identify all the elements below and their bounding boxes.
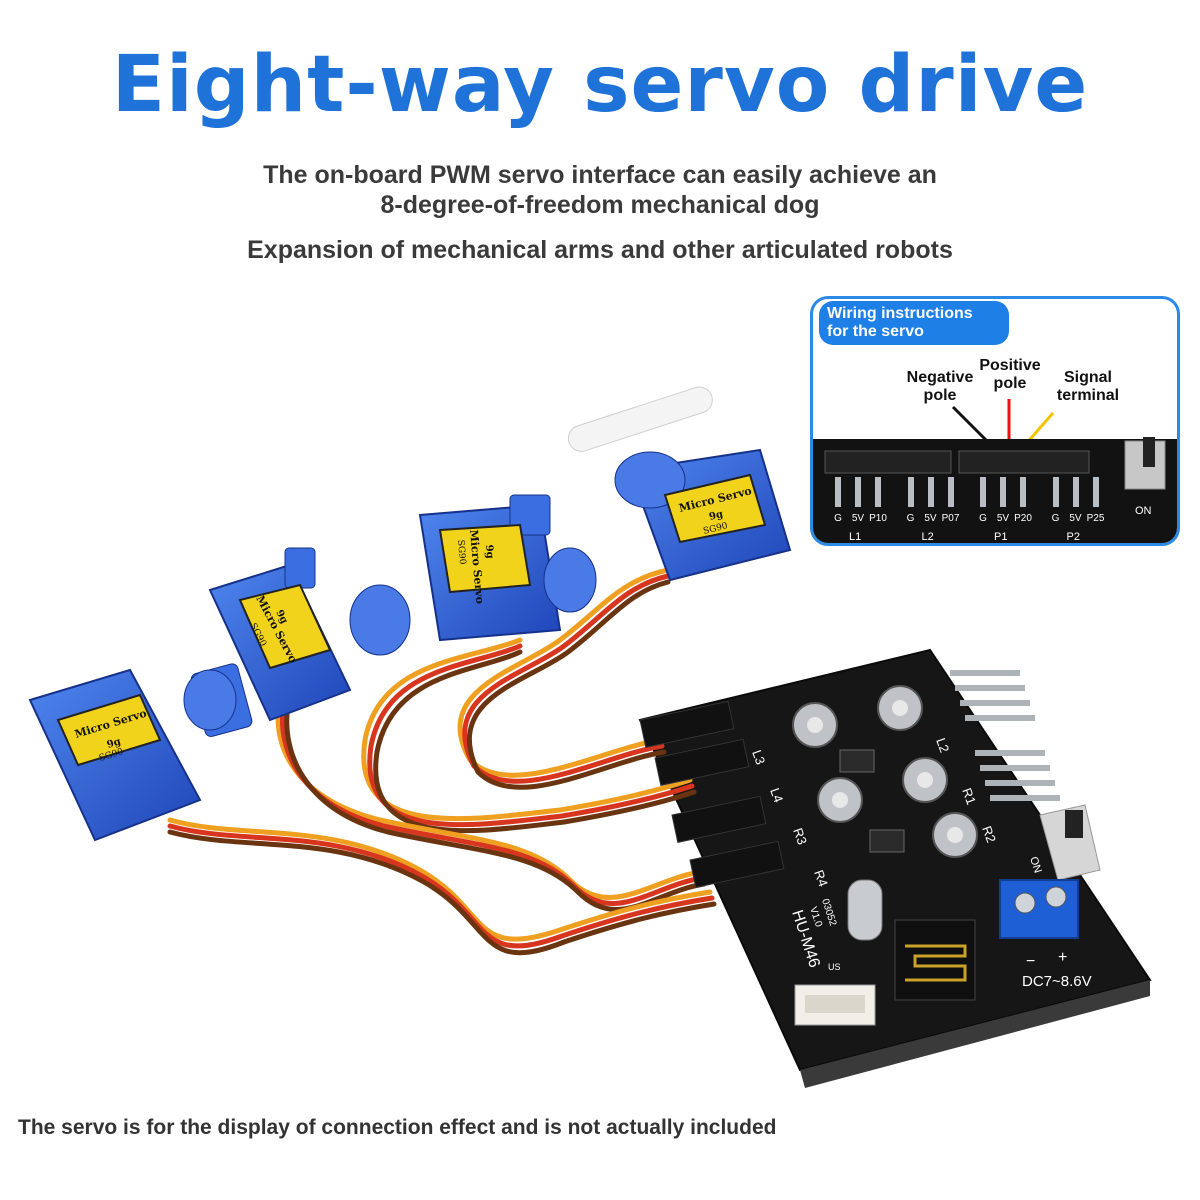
subtitle-line-3: Expansion of mechanical arms and other a…: [247, 236, 953, 264]
pin-label: 5V: [996, 513, 1010, 524]
pin-label: G: [1051, 513, 1060, 524]
signal-line-1: Signal: [1063, 369, 1112, 386]
driver-chip: [869, 829, 905, 853]
pin-label: G: [906, 513, 915, 524]
header-pin: [1052, 477, 1059, 507]
terminal-plus: +: [1058, 949, 1067, 966]
negative-indicator-line: [951, 405, 993, 447]
header-pin: [907, 477, 914, 507]
board-label-l2: L2: [933, 736, 952, 755]
capacitor: [817, 777, 863, 823]
port-label: P1: [994, 531, 1008, 543]
pin-label: 5V: [1069, 513, 1082, 524]
board-label-r2: R2: [979, 824, 999, 845]
dupont-connectors: [639, 700, 785, 888]
inset-pin-labels: G 5V P10 G 5V P07 G 5V P20 G 5V P25: [825, 513, 1115, 529]
servo-label-line2: 9g: [708, 509, 724, 523]
pin-label: G: [979, 513, 987, 524]
header-pin: [927, 477, 934, 507]
wiring-diagram: [813, 399, 1177, 543]
pin-label: P20: [1014, 513, 1032, 524]
usb-label: US: [828, 962, 841, 972]
wiring-inset: Wiring instructions for the servo Negati…: [810, 296, 1180, 546]
wiring-tag-line-2: for the servo: [827, 323, 924, 340]
negative-line-1: Negative: [906, 369, 974, 386]
crystal-oscillator: [847, 879, 883, 941]
servo-label-line1: Micro Servo: [467, 529, 486, 604]
port-label: L1: [849, 531, 862, 543]
servo-wires: [167, 567, 717, 956]
positive-line-2: pole: [993, 375, 1027, 392]
servo-4: Micro Servo 9g SG90: [567, 386, 792, 582]
page-title: Eight-way servo drive: [111, 40, 1089, 130]
pin-label: P07: [941, 513, 960, 524]
jst-connector: [794, 984, 876, 1026]
inset-header-right: [958, 450, 1090, 474]
board-label-r3: R3: [790, 826, 810, 847]
board-label-l4: L4: [767, 786, 786, 805]
subtitle-line-2: 8-degree-of-freedom mechanical dog: [380, 191, 820, 219]
board-switch-label: ON: [1027, 855, 1044, 874]
header-pin: [947, 477, 954, 507]
pin-label: 5V: [851, 513, 865, 524]
header-pin: [1072, 477, 1079, 507]
board-label-r1: R1: [959, 786, 979, 807]
disclaimer-note: The servo is for the display of connecti…: [18, 1116, 777, 1139]
pin-label: 5V: [924, 513, 937, 524]
servo-model: SG90: [455, 539, 467, 565]
servo-label-line2: 9g: [106, 736, 123, 751]
power-voltage-label: DC7~8.6V: [1022, 973, 1092, 990]
header-pin: [1092, 477, 1099, 507]
wire-servo-3: [361, 637, 697, 834]
capacitor: [902, 757, 948, 803]
driver-board: L3 L4 R3 R4 L2 R1 R2 HU-M46 V1.0 03052 U…: [638, 648, 1152, 1088]
header-pin: [980, 477, 986, 507]
servo-3: Micro Servo 9g SG90: [418, 494, 597, 642]
inset-switch-knob[interactable]: [1143, 437, 1155, 467]
power-switch[interactable]: [1039, 804, 1101, 881]
port-label: P2: [1066, 531, 1080, 543]
inset-pin-strip: [825, 477, 1115, 537]
header-pin: [875, 477, 881, 507]
terminal-minus: −: [1026, 953, 1035, 970]
header-pin: [1000, 477, 1006, 507]
positive-line-1: Positive: [979, 357, 1041, 374]
header-pin: [855, 477, 861, 507]
wiring-tag-line-1: Wiring instructions: [827, 305, 973, 322]
capacitor: [877, 685, 923, 731]
pin-label: P10: [869, 513, 887, 524]
header-pin: [1020, 477, 1026, 507]
wire-servo-1: [167, 817, 717, 956]
wireless-module: [894, 919, 976, 1001]
capacitor: [792, 702, 838, 748]
inset-port-labels: L1 L2 P1 P2: [825, 531, 1115, 543]
signal-terminal-label: Signal terminal: [1043, 369, 1133, 405]
product-scene: L3 L4 R3 R4 L2 R1 R2 HU-M46 V1.0 03052 U…: [28, 386, 1152, 1088]
driver-chip: [839, 749, 875, 773]
wiring-instructions-tag: Wiring instructions for the servo: [819, 301, 1009, 345]
board-label-l3: L3: [749, 748, 768, 767]
pin-header-right: [950, 670, 1060, 801]
header-pin: [835, 477, 841, 507]
wire-servo-4: [457, 567, 671, 790]
subtitle: The on-board PWM servo interface can eas…: [0, 160, 1200, 220]
negative-pole-label: Negative pole: [895, 369, 985, 405]
servo-2: Micro Servo 9g SG90: [208, 547, 411, 722]
servo-1: Micro Servo 9g SG90: [28, 663, 253, 842]
pin-label: P25: [1086, 513, 1105, 524]
positive-pole-label: Positive pole: [965, 357, 1055, 393]
signal-line-2: terminal: [1056, 387, 1120, 404]
subtitle-line-1: The on-board PWM servo interface can eas…: [263, 161, 937, 189]
inset-header-left: [824, 450, 952, 474]
servo-label-line2: 9g: [483, 544, 495, 559]
power-terminal[interactable]: [999, 879, 1079, 939]
board-label-r4: R4: [811, 868, 831, 889]
capacitor: [932, 812, 978, 858]
port-label: L2: [921, 531, 934, 543]
inset-switch-label: ON: [1135, 505, 1152, 517]
negative-line-2: pole: [923, 387, 957, 404]
pin-label: G: [834, 513, 842, 524]
